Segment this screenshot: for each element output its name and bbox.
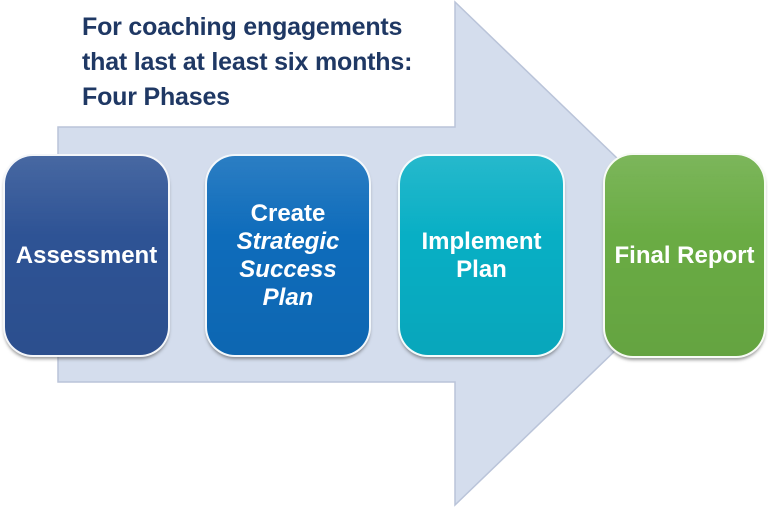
phase-box-create-strategic-success-plan: Create Strategic Success Plan [205, 154, 371, 357]
phase-sublabel-italic: Strategic Success Plan [236, 227, 340, 311]
phase-label: Final Report [614, 241, 755, 269]
diagram-title: For coaching engagements that last at le… [82, 13, 413, 111]
phase-box-implement-plan: Implement Plan [398, 154, 565, 357]
phase-box-assessment: Assessment [3, 154, 170, 357]
phase-label: Create [250, 199, 326, 227]
phase-box-final-report: Final Report [603, 153, 766, 358]
process-arrow-shape [57, 0, 718, 507]
phase-label: Assessment [15, 241, 158, 269]
phase-label: Implement Plan [421, 227, 542, 283]
